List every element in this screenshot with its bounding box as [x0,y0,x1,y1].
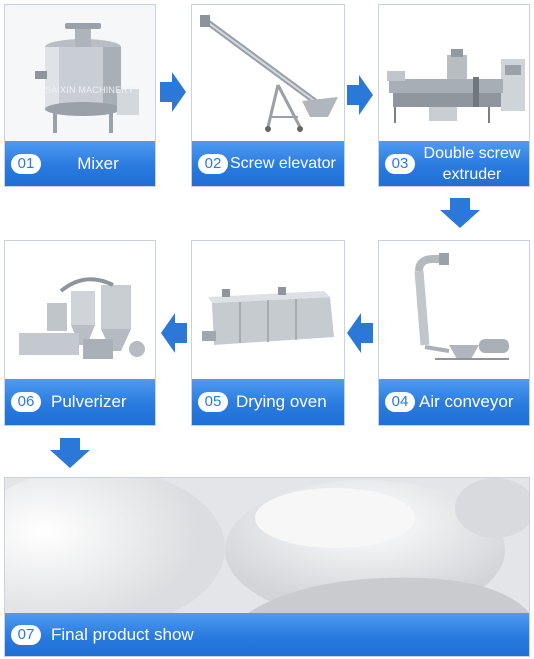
watermark-text: SAIXIN MACHINERY [45,85,135,95]
step-label: Air conveyor [419,392,514,411]
air-conveyor-image [379,241,529,381]
arrow-down-icon [50,438,90,468]
step-card-screw-elevator: 02 Screw elevator [191,4,345,187]
step-label-bar: 03 Double screw extruder [379,141,529,186]
step-card-final-product: 07 Final product show [4,477,530,657]
arrow-right-icon [160,72,186,112]
step-card-pulverizer: 06 Pulverizer [4,240,156,426]
step-card-air-conveyor: 04 Air conveyor [378,240,530,426]
step-number-badge: 03 [385,153,415,174]
step-label: Mixer [77,153,119,173]
arrow-left-icon [347,313,373,353]
step-number-badge: 06 [11,392,41,412]
step-label: Double screw extruder [423,144,521,183]
final-product-image [5,478,529,615]
step-card-double-screw-extruder: 03 Double screw extruder [378,4,530,187]
step-number-badge: 04 [385,392,415,412]
arrow-left-icon [161,313,187,353]
step-label: Drying oven [236,392,327,411]
extruder-image [379,5,529,143]
mixer-image: SAIXIN MACHINERY [5,5,155,143]
step-label-bar: 06 Pulverizer [5,379,155,425]
step-card-drying-oven: 05 Drying oven [191,240,345,426]
step-label-bar: 01 Mixer [5,141,155,186]
step-card-mixer: SAIXIN MACHINERY 01 Mixer [4,4,156,187]
step-number-badge: 01 [11,153,41,174]
step-number-badge: 05 [198,392,228,412]
drying-oven-image [192,241,344,381]
screw-elevator-image [192,5,344,143]
step-label: Pulverizer [51,392,127,411]
step-label-bar: 04 Air conveyor [379,379,529,425]
step-label: Final product show [51,624,194,644]
step-label-bar: 07 Final product show [5,613,529,656]
arrow-right-icon [347,75,373,115]
pulverizer-image [5,241,155,381]
step-label: Screw elevator [230,154,336,172]
step-number-badge: 07 [11,624,41,645]
step-label-bar: 05 Drying oven [192,379,344,425]
step-number-badge: 02 [198,153,228,174]
arrow-down-icon [440,198,480,228]
step-label-bar: 02 Screw elevator [192,141,344,186]
